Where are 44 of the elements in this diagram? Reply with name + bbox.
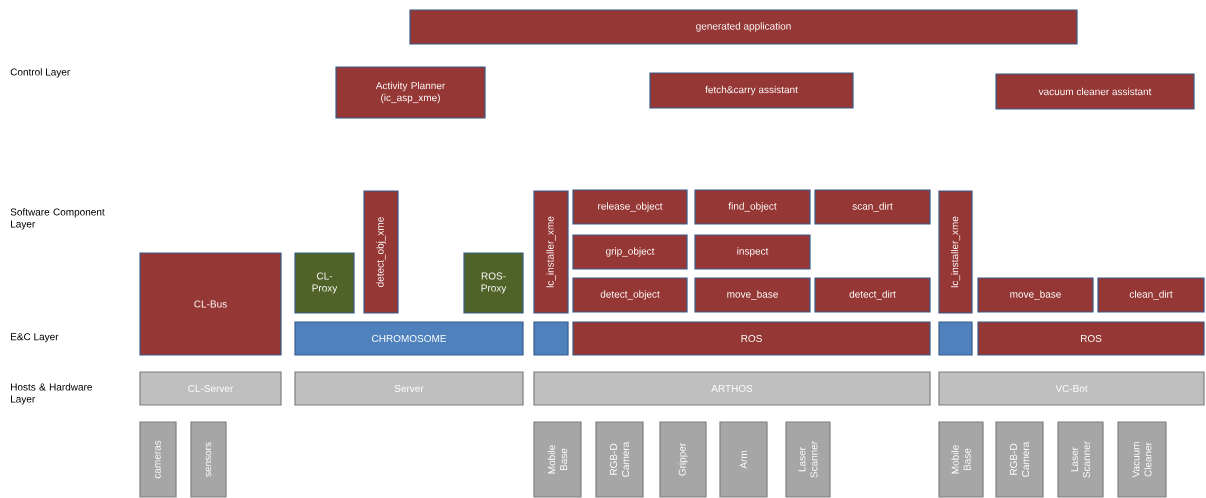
hardware-box: RGB-D Camera [995, 421, 1044, 498]
component-box: lc_installer_xme [938, 190, 973, 314]
component-box: fetch&carry assistant [649, 72, 854, 109]
component-box: ROS [977, 321, 1205, 356]
layer-label: Control Layer [10, 68, 71, 78]
component-box: ROS [572, 321, 931, 356]
component-box: find_object [694, 189, 811, 225]
component-box: move_base [977, 277, 1094, 313]
proxy-box: ROS-Proxy [463, 252, 524, 314]
component-box: lc_installer_xme [533, 190, 569, 314]
layer-label: Hosts & Hardware Layer [11, 383, 92, 405]
hardware-box: Laser Scanner [1057, 421, 1104, 498]
component-box: grip_object [572, 234, 688, 270]
hardware-box: Gripper [659, 421, 707, 498]
component-box: clean_dirt [1097, 277, 1205, 313]
component-box: generated application [409, 9, 1078, 45]
layer-label: E&C Layer [11, 333, 59, 343]
hardware-box: Mobile Base [938, 421, 984, 498]
host-bar: ARTHOS [533, 371, 931, 406]
hardware-box: Laser Scanner [785, 421, 831, 498]
component-box: scan_dirt [814, 189, 931, 225]
hardware-box: RGB-D Camera [595, 421, 644, 498]
component-box: move_base [694, 277, 811, 313]
middleware-box: CHROMOSOME [294, 321, 524, 356]
hardware-box: Arm [719, 421, 768, 498]
component-box: detect_obj_xme [363, 190, 399, 314]
host-bar: VC-Bot [938, 371, 1205, 406]
component-box: release_object [572, 189, 688, 225]
component-box: vacuum cleaner assistant [995, 73, 1195, 110]
component-box: Activity Planner (ic_asp_xme) [335, 66, 486, 119]
component-box: inspect [694, 234, 811, 270]
middleware-box [533, 321, 569, 356]
hardware-box: Vacuum Cleaner [1117, 421, 1167, 498]
layer-label: Software Component Layer [10, 208, 105, 230]
hardware-box: Mobile Base [533, 421, 582, 498]
proxy-box: CL-Proxy [294, 252, 355, 314]
middleware-box [938, 321, 973, 356]
component-box: CL-Bus [139, 252, 282, 356]
host-bar: Server [294, 371, 524, 406]
hardware-box: sensors [190, 421, 227, 498]
component-box: detect_dirt [814, 277, 931, 313]
component-box: detect_object [572, 277, 688, 313]
hardware-box: cameras [139, 421, 177, 498]
host-bar: CL-Server [139, 371, 282, 406]
